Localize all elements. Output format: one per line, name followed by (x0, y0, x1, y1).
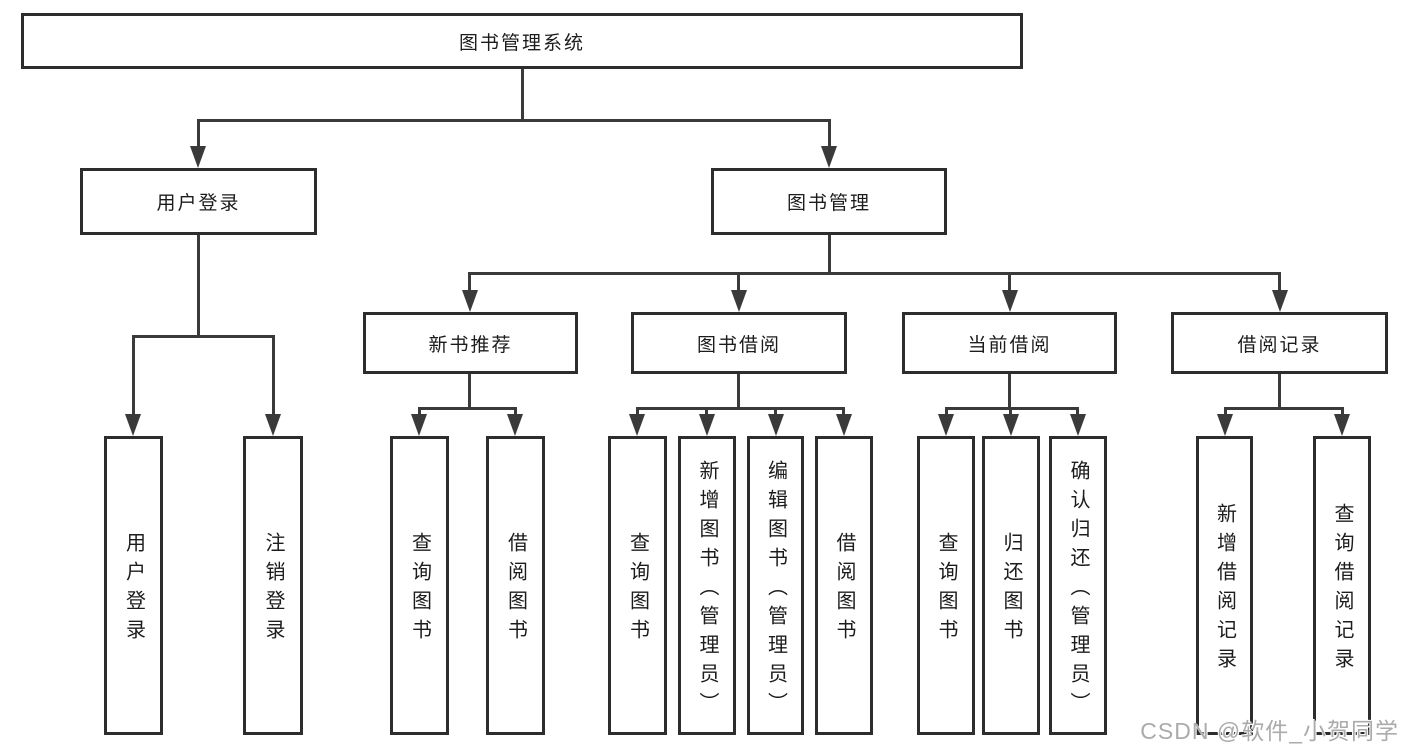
node-label: 借阅图书 (504, 532, 527, 648)
leaf-logout: 注销登录 (243, 436, 303, 735)
arrow-down (1334, 414, 1350, 436)
arrow-down (462, 290, 478, 312)
leaf-edit-books-admin: 编辑图书（管理员） (747, 436, 804, 735)
arrow-down (1003, 414, 1019, 436)
leaf-confirm-return-admin: 确认归还（管理员） (1049, 436, 1107, 735)
node-label: 新增图书（管理员） (696, 459, 718, 721)
node-label: 查询图书 (935, 532, 957, 648)
arrow-down (938, 414, 954, 436)
connector (1076, 407, 1079, 414)
node-label: 编辑图书（管理员） (764, 459, 787, 721)
node-book-management: 图书管理 (711, 168, 947, 235)
node-label: 新书推荐 (428, 334, 513, 356)
leaf-query-borrow-record: 查询借阅记录 (1313, 436, 1371, 735)
connector (945, 407, 948, 414)
node-new-book-recommendation: 新书推荐 (363, 312, 578, 374)
connector (1008, 374, 1011, 407)
arrow-down (411, 414, 427, 436)
leaf-query-books: 查询图书 (917, 436, 975, 735)
node-label: 查询借阅记录 (1331, 503, 1353, 677)
arrow-down (125, 414, 141, 436)
connector (132, 335, 274, 338)
leaf-add-books-admin: 新增图书（管理员） (678, 436, 736, 735)
connector (1224, 407, 1343, 410)
arrow-down (1272, 290, 1288, 312)
connector (945, 407, 1079, 410)
node-borrowing-records: 借阅记录 (1171, 312, 1388, 374)
arrow-down (821, 146, 837, 168)
connector (1224, 407, 1227, 414)
arrow-down (190, 146, 206, 168)
node-label: 图书借阅 (696, 334, 781, 356)
arrow-down (836, 414, 852, 436)
node-label: 借阅图书 (833, 532, 855, 648)
arrow-down (1002, 290, 1018, 312)
connector (1341, 407, 1344, 414)
node-label: 用户登录 (122, 532, 145, 648)
connector (468, 272, 471, 290)
connector (418, 407, 421, 414)
node-label: 图书管理 (786, 193, 871, 214)
leaf-query-books: 查询图书 (390, 436, 449, 735)
leaf-return-books: 归还图书 (982, 436, 1040, 735)
leaf-add-borrow-record: 新增借阅记录 (1196, 436, 1253, 735)
arrow-down (265, 414, 281, 436)
node-label: 查询图书 (626, 532, 649, 648)
connector (197, 235, 200, 335)
connector (1278, 272, 1281, 290)
arrow-down (1217, 414, 1233, 436)
leaf-borrow-books: 借阅图书 (486, 436, 545, 735)
connector (1009, 407, 1012, 414)
connector (1008, 272, 1011, 290)
node-current-borrowing: 当前借阅 (902, 312, 1117, 374)
connector (197, 119, 830, 122)
connector (705, 407, 708, 414)
csdn-watermark: CSDN @软件_小贺同学 (1140, 718, 1399, 744)
arrow-down (1070, 414, 1086, 436)
connector (272, 335, 275, 414)
node-label: 借阅记录 (1237, 334, 1322, 356)
arrow-down (731, 290, 747, 312)
connector (636, 407, 639, 414)
node-label: 查询图书 (408, 532, 431, 648)
connector (521, 69, 524, 119)
connector (514, 407, 517, 414)
connector (828, 119, 831, 146)
connector (737, 374, 740, 407)
connector (774, 407, 777, 414)
connector (636, 407, 845, 410)
connector (468, 272, 1280, 275)
connector (828, 235, 831, 272)
node-label: 图书管理系统 (458, 32, 585, 54)
node-label: 确认归还（管理员） (1067, 459, 1089, 721)
connector (1278, 374, 1281, 407)
node-library-management-system: 图书管理系统 (21, 13, 1023, 69)
node-book-borrowing: 图书借阅 (631, 312, 847, 374)
connector (737, 272, 740, 290)
connector (197, 119, 200, 146)
arrow-down (699, 414, 715, 436)
leaf-query-books: 查询图书 (608, 436, 667, 735)
node-label: 当前借阅 (967, 334, 1052, 356)
node-label: 用户登录 (156, 193, 241, 214)
arrow-down (507, 414, 523, 436)
connector (468, 374, 471, 407)
connector (842, 407, 845, 414)
node-user-login: 用户登录 (80, 168, 317, 235)
node-label: 归还图书 (1000, 532, 1022, 648)
arrow-down (768, 414, 784, 436)
node-label: 新增借阅记录 (1213, 503, 1236, 677)
leaf-borrow-books: 借阅图书 (815, 436, 873, 735)
connector (418, 407, 516, 410)
leaf-user-login: 用户登录 (104, 436, 163, 735)
node-label: 注销登录 (262, 532, 284, 648)
connector (132, 335, 135, 414)
arrow-down (629, 414, 645, 436)
